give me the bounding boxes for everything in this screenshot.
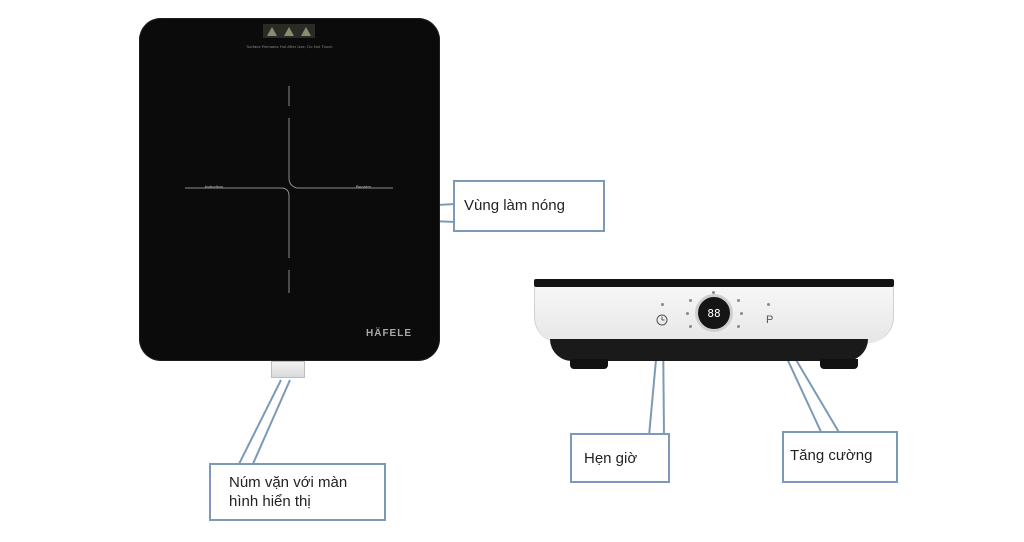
boost-led-dot [767, 303, 770, 306]
warning-triangle-icon [283, 26, 294, 36]
callout-heating-zone-text: Vùng làm nóng [464, 197, 565, 214]
callout-heating-zone: Vùng làm nóng [453, 180, 605, 232]
appliance-foot-right [820, 359, 858, 369]
zone-right-label: Booster [356, 184, 372, 189]
callout-knob-line2: hình hiển thị [229, 493, 311, 510]
indicator-dot [689, 325, 692, 328]
indicator-dot [737, 325, 740, 328]
control-knob[interactable] [271, 361, 305, 378]
timer-icon[interactable] [655, 313, 669, 327]
knob-leader [236, 379, 291, 467]
callout-timer: Hẹn giờ [570, 433, 670, 483]
indicator-dot [740, 312, 743, 315]
warning-text: Surface Remains Hot After Use, Do Not To… [246, 44, 333, 49]
induction-cooktop-side-view: 88 P [534, 279, 894, 371]
glass-top-edge [534, 279, 894, 287]
callout-timer-text: Hẹn giờ [584, 450, 638, 467]
appliance-foot-left [570, 359, 608, 369]
cooking-zone-markings [185, 86, 393, 293]
boost-icon[interactable]: P [766, 314, 774, 326]
warning-icons-strip [263, 24, 315, 38]
callout-knob-display: Núm vặn với màn hình hiển thị [209, 463, 386, 521]
brand-logo: HÄFELE [366, 328, 412, 339]
warning-triangle-icon [266, 26, 277, 36]
indicator-dot [689, 299, 692, 302]
warning-triangle-icon [301, 26, 312, 36]
zone-left-label: Induction [205, 184, 223, 189]
indicator-dot [737, 299, 740, 302]
appliance-base [550, 339, 868, 361]
knob-display[interactable]: 88 [695, 294, 733, 332]
callout-boost: Tăng cường [782, 431, 898, 483]
induction-cooktop-top-view: Surface Remains Hot After Use, Do Not To… [139, 18, 440, 361]
indicator-dot [686, 312, 689, 315]
timer-led-dot [661, 303, 664, 306]
callout-knob-line1: Núm vặn với màn [229, 474, 348, 491]
callout-boost-text: Tăng cường [790, 447, 873, 464]
indicator-dot [712, 291, 715, 294]
